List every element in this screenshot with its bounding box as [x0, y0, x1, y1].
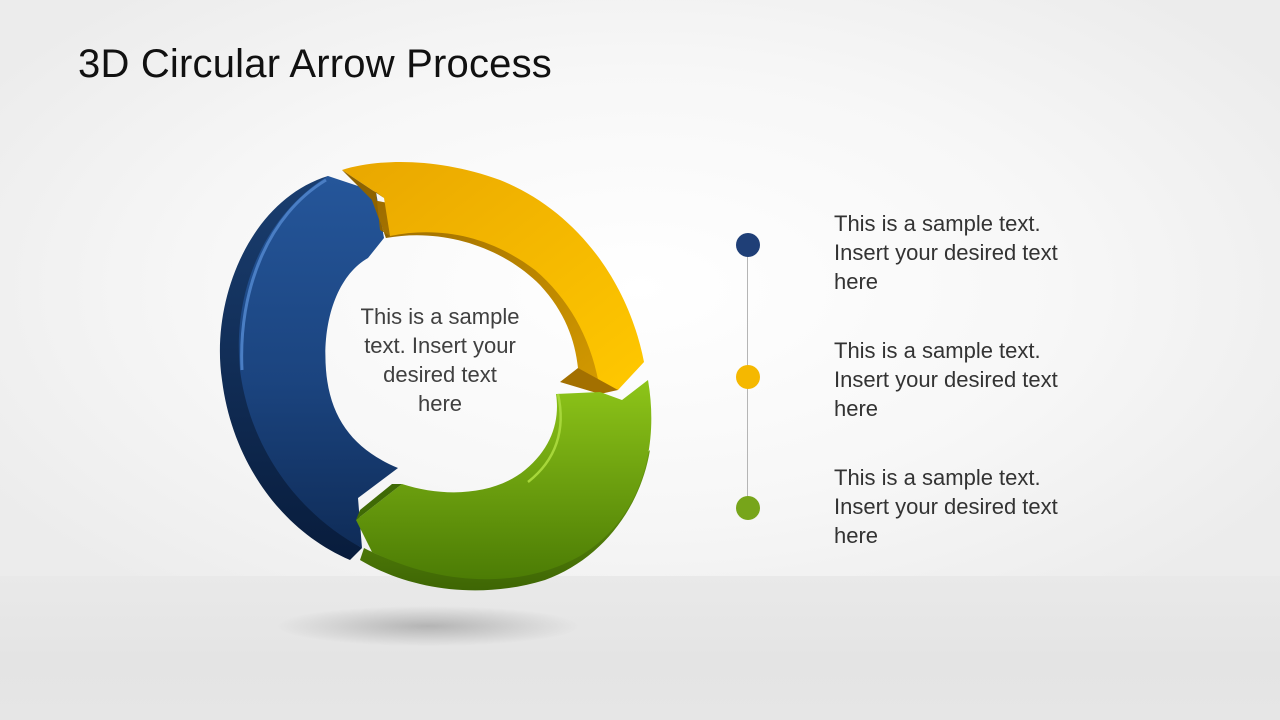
yellow-segment [342, 161, 644, 390]
timeline-dot-yellow [736, 365, 760, 389]
green-segment-notch [356, 484, 402, 520]
item-text-1: This is a sample text. Insert your desir… [834, 211, 1058, 294]
green-segment-highlight [527, 393, 562, 483]
slide-title: 3D Circular Arrow Process [78, 42, 553, 86]
center-text: This is a sample text. Insert your desir… [360, 304, 520, 416]
yellow-segment-tip [560, 368, 618, 394]
floor-band [0, 576, 1280, 720]
item-text-2: This is a sample text. Insert your desir… [834, 338, 1058, 421]
timeline-dot-blue [736, 233, 760, 257]
blue-segment [238, 176, 398, 548]
blue-segment-highlight [240, 178, 327, 371]
item-text-3: This is a sample text. Insert your desir… [834, 465, 1058, 548]
timeline-dot-green [736, 496, 760, 520]
green-segment [356, 380, 652, 580]
ring-shadow [278, 606, 578, 646]
